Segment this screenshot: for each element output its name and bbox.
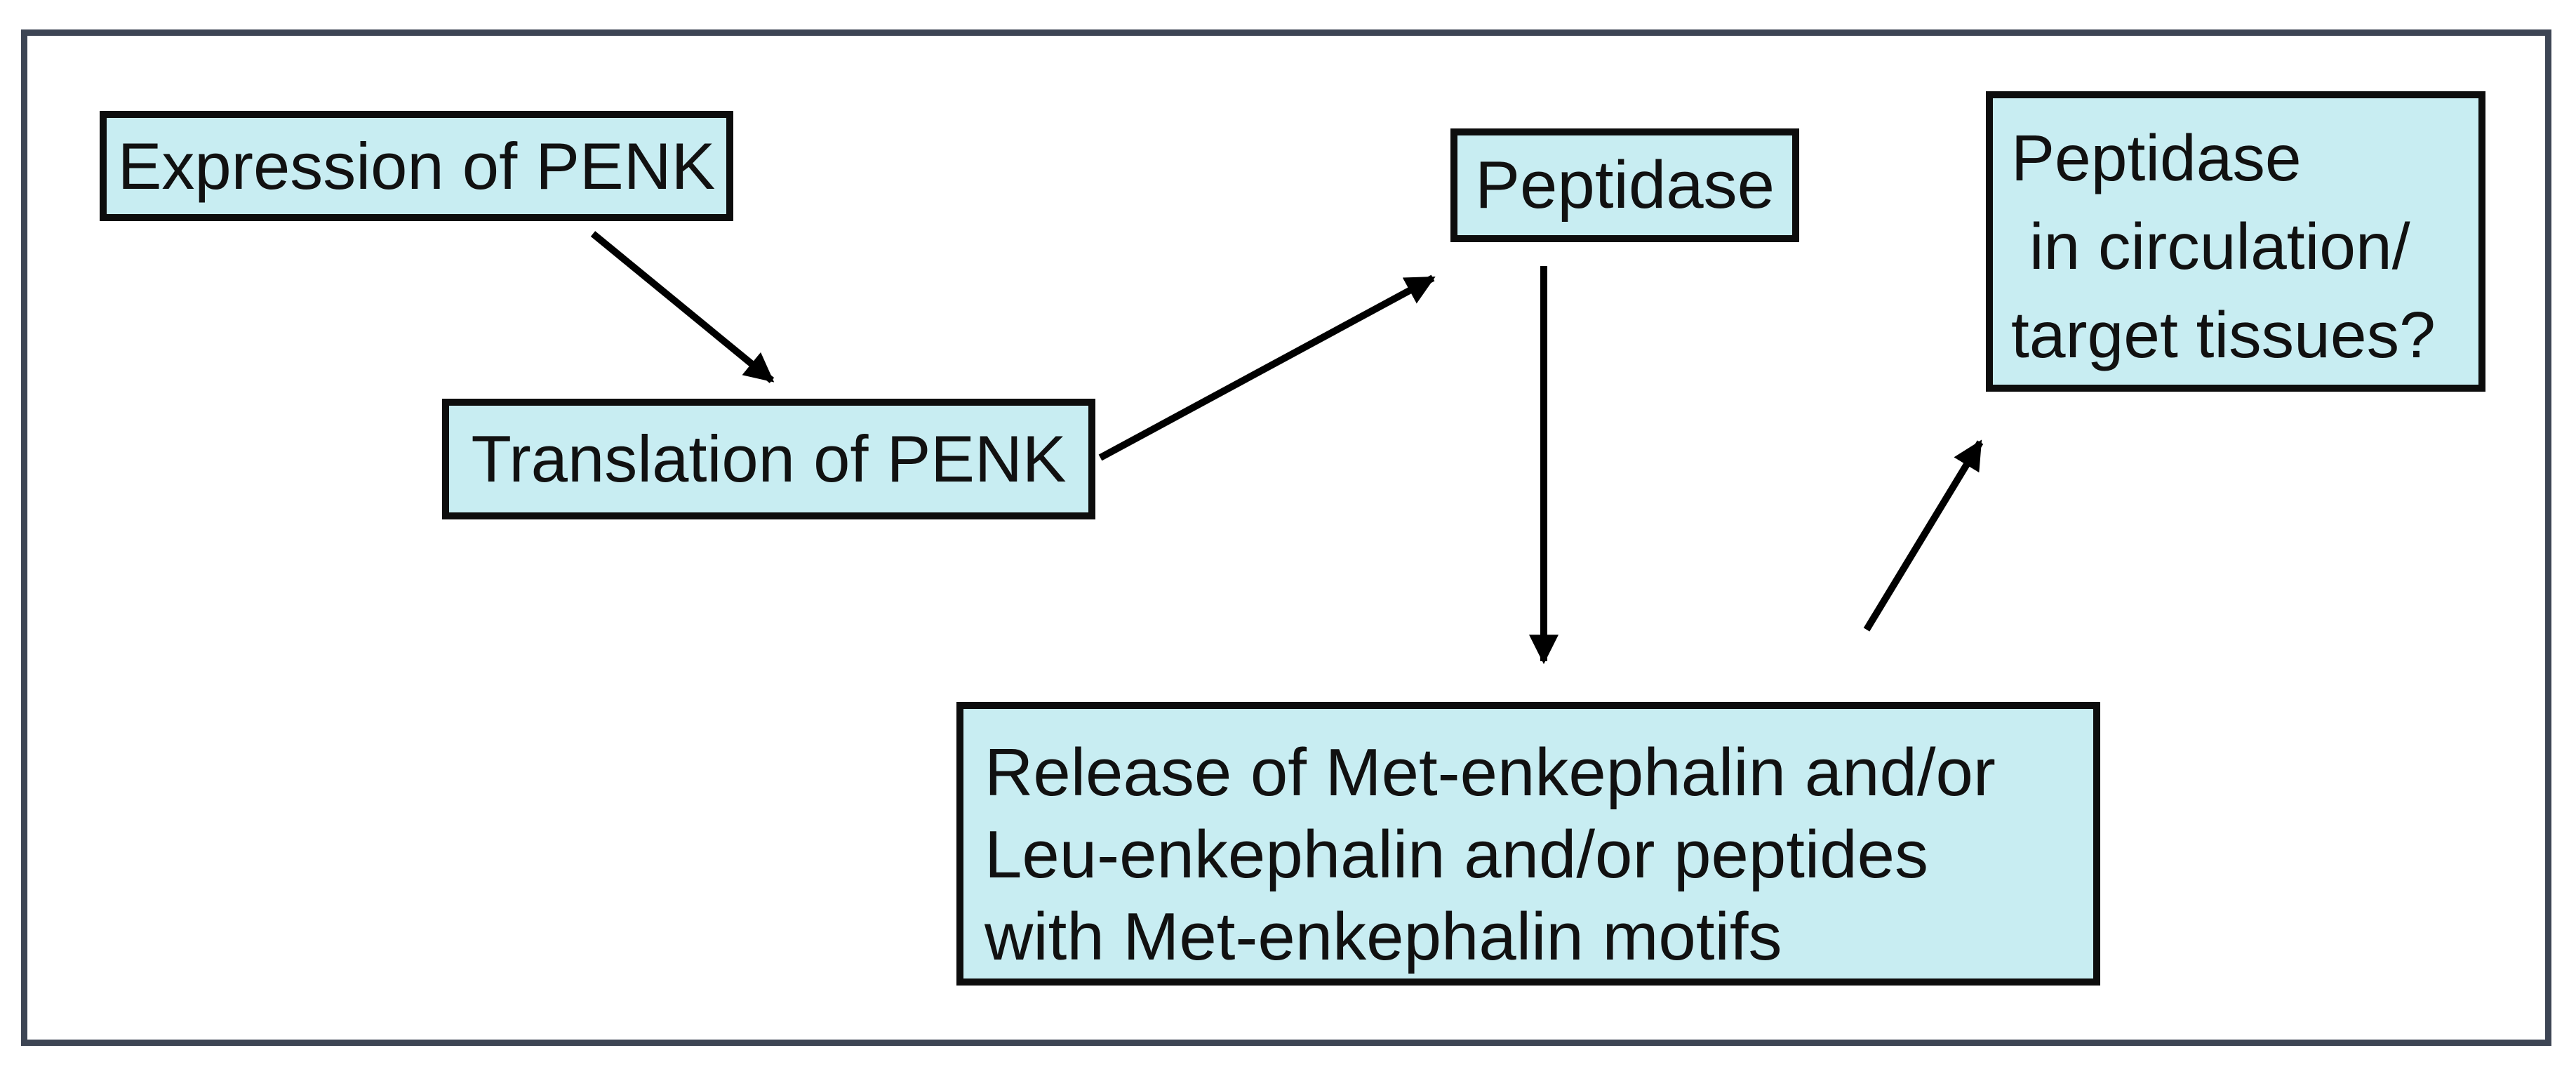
node-release-line-2: Leu-enkephalin and/or peptides [985,817,1929,892]
arrow-expression-to-translation [590,231,775,383]
outer-frame [21,29,2551,1046]
node-peptidase-in-circulation: Peptidase in circulation/ target tissues… [1986,91,2485,392]
node-circulation-line-2: in circulation/ [2011,210,2410,283]
node-translation-label: Translation of PENK [471,422,1067,496]
node-release-line-3: with Met-enkephalin motifs [985,899,1782,974]
arrow-translation-to-peptidase [1098,274,1436,461]
arrow-release-to-circulation [1863,439,1984,632]
node-translation-of-penk: Translation of PENK [442,399,1095,519]
node-peptidase-label: Peptidase [1475,147,1775,223]
node-release-line-1: Release of Met-enkephalin and/or [985,735,1996,810]
node-circulation-line-1: Peptidase [2011,121,2302,194]
node-release-of-enkephalins: Release of Met-enkephalin and/or Leu-enk… [956,702,2100,986]
node-circulation-line-3: target tissues? [2011,298,2436,371]
node-expression-of-penk: Expression of PENK [100,111,733,221]
node-expression-label: Expression of PENK [117,128,716,203]
node-peptidase: Peptidase [1450,128,1799,242]
